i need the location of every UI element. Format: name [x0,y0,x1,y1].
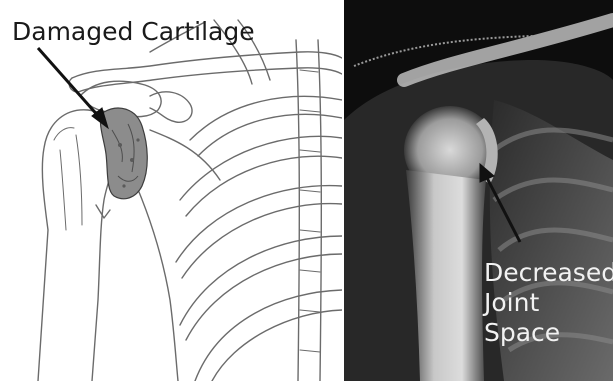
rib-4b [186,254,342,340]
anatomical-illustration-panel: Damaged Cartilage [0,0,342,381]
decreased-joint-space-label: Decreased Joint Space [484,258,613,348]
decreased-joint-space-line3: Space [484,318,613,348]
clavicle-outline-lower [78,68,342,92]
rib-3 [176,186,342,262]
coracoid-outline [150,92,192,122]
damaged-cartilage-label: Damaged Cartilage [12,19,255,44]
rib-2 [180,136,342,200]
rib-3b [182,204,342,278]
decreased-joint-space-line1: Decreased [484,258,613,288]
spine-outline [296,40,299,381]
shoulder-illustration [0,0,342,381]
decreased-joint-space-line2: Joint [484,288,613,318]
rib-5b [212,310,342,381]
damaged-cartilage-arrow [38,48,108,128]
